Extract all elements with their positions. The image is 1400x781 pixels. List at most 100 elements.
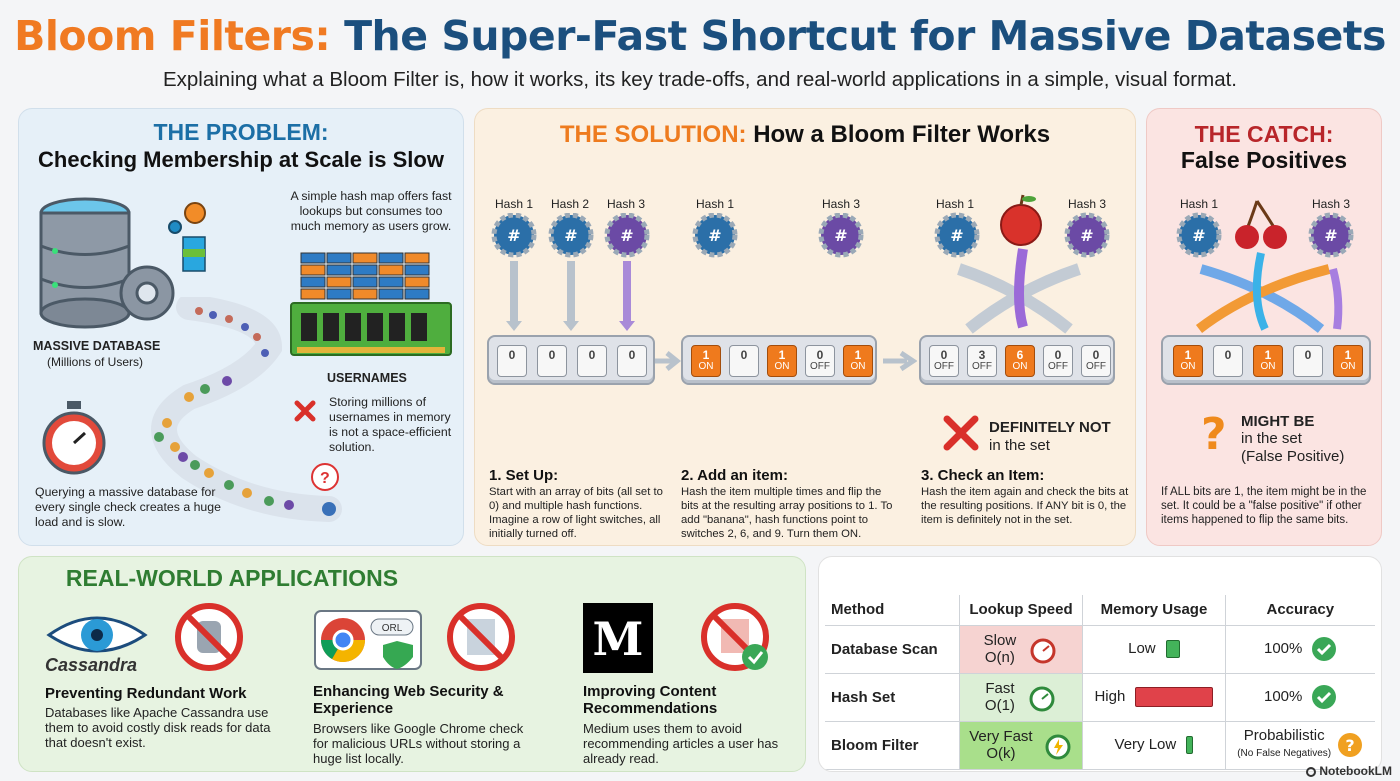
svg-text:#: #: [507, 226, 520, 245]
header-memory-usage: Memory Usage: [1082, 595, 1226, 626]
bit-array-setup: 0 0 0 0: [487, 335, 655, 385]
problem-heading: THE PROBLEM:: [153, 119, 329, 145]
problem-panel: THE PROBLEM: Checking Membership at Scal…: [18, 108, 464, 546]
medium-logo-icon: M: [583, 603, 653, 673]
subtitle: Explaining what a Bloom Filter is, how i…: [162, 68, 1238, 91]
query-note: Querying a massive database for every si…: [35, 485, 221, 529]
memory-text: Very Low: [1114, 735, 1177, 753]
notebooklm-logo-icon: [1306, 766, 1316, 777]
hash-gears-check-icon: # #: [934, 194, 1110, 334]
solution-heading-colored: THE SOLUTION:: [559, 121, 747, 148]
svg-text:#: #: [950, 226, 963, 245]
url-badge-text: ORL: [382, 623, 403, 634]
comparison-panel: Method Lookup Speed Memory Usage Accurac…: [818, 556, 1382, 772]
applications-heading: REAL-WORLD APPLICATIONS: [65, 565, 399, 591]
hash1-label: Hash 1: [494, 197, 534, 211]
table-row: Hash Set Fast O(1) High 100%: [825, 673, 1375, 722]
header-lookup-speed: Lookup Speed: [958, 595, 1083, 626]
step3-title: 3. Check an Item:: [921, 467, 1045, 484]
speed-big-o: O(k): [986, 745, 1016, 762]
speed-cell: Slow O(n): [958, 625, 1083, 674]
step1-title: 1. Set Up:: [489, 467, 559, 484]
main-title: Bloom Filters: The Super-Fast Shortcut f…: [0, 12, 1400, 60]
user-queue-illustration: ?: [151, 297, 342, 522]
svg-text:?: ?: [320, 470, 330, 487]
table-header-row: Method Lookup Speed Memory Usage Accurac…: [825, 595, 1375, 626]
step2-title: 2. Add an item:: [681, 467, 788, 484]
bit-switch: 0: [1213, 345, 1243, 377]
hash3-label-check: Hash 3: [1067, 197, 1107, 211]
memory-bar-high: [1135, 687, 1214, 707]
bit-switch: 0: [617, 345, 647, 377]
hash1-label-add: Hash 1: [695, 197, 735, 211]
step1-text: Start with an array of bits (all set to …: [489, 486, 663, 540]
speed-text: Fast: [985, 680, 1015, 697]
no-article-icon: [701, 603, 769, 671]
false-positive-label: (False Positive): [1241, 448, 1345, 465]
app2-text: Browsers like Google Chrome check for ma…: [313, 721, 524, 766]
check-circle-icon: [1311, 637, 1336, 661]
problem-subheading: Checking Membership at Scale is Slow: [38, 147, 444, 172]
speed-cell: Very Fast O(k): [958, 721, 1083, 770]
arrow-right-icon: [883, 350, 917, 372]
speed-cell: Fast O(1): [958, 673, 1083, 722]
svg-text:#: #: [1080, 226, 1093, 245]
catch-in-set-label: in the set: [1241, 430, 1302, 447]
method-cell: Bloom Filter: [825, 721, 960, 770]
might-be-label: MIGHT BE: [1241, 413, 1315, 430]
accuracy-text: Probabilistic: [1243, 727, 1325, 744]
svg-text:#: #: [834, 226, 847, 245]
hash-gears-add-icon: # #: [692, 213, 864, 258]
stopwatch-icon: [42, 401, 106, 475]
svg-text:#: #: [1324, 226, 1337, 245]
bit-switch: 0: [729, 345, 759, 377]
table-row: Bloom Filter Very Fast O(k) Very Low Pro…: [825, 721, 1375, 770]
svg-text:?: ?: [1201, 409, 1227, 455]
catch-heading: THE CATCH:: [1194, 121, 1334, 147]
accuracy-cell: 100%: [1224, 625, 1375, 674]
memory-text: High: [1094, 687, 1126, 705]
catch-subheading: False Positives: [1180, 147, 1348, 173]
header-method: Method: [825, 595, 960, 626]
memory-note: Storing millions of usernames in memory …: [329, 395, 452, 454]
accuracy-cell: 100%: [1224, 673, 1375, 722]
cassandra-eye-icon: [46, 616, 148, 653]
header-accuracy: Accuracy: [1224, 595, 1375, 626]
title-part2: The Super-Fast Shortcut for Massive Data…: [344, 12, 1386, 60]
accuracy-text: 100%: [1264, 639, 1303, 657]
accuracy-cell: Probabilistic (No False Negatives) ?: [1224, 721, 1375, 770]
app3-text: Medium uses them to avoid recommending a…: [583, 721, 779, 766]
stopwatch-icon: [1029, 686, 1055, 712]
check-circle-icon: [1311, 685, 1336, 709]
definitely-not-label: DEFINITELY NOT: [989, 419, 1111, 436]
memory-text: Low: [1128, 639, 1156, 657]
step2-text: Hash the item multiple times and flip th…: [681, 486, 893, 540]
db-sublabel: (Millions of Users): [47, 355, 144, 369]
question-mark-icon: ?: [1201, 409, 1227, 455]
arrow-right-icon: [655, 351, 681, 371]
applications-panel: REAL-WORLD APPLICATIONS Cassandra Preven…: [18, 556, 806, 772]
bit-switch: 0: [537, 345, 567, 377]
solution-panel: THE SOLUTION: How a Bloom Filter Works H…: [474, 108, 1136, 546]
solution-heading: THE SOLUTION: How a Bloom Filter Works: [475, 121, 1135, 149]
database-icon: [39, 197, 206, 329]
hash-gears-setup-icon: # # #: [491, 213, 650, 331]
svg-text:#: #: [1192, 226, 1205, 245]
svg-text:#: #: [564, 226, 577, 245]
x-icon: [943, 415, 979, 451]
title-part1: Bloom Filters:: [14, 12, 331, 60]
memory-bar-very-low: [1186, 736, 1194, 755]
catch-panel: THE CATCH: False Positives Hash 1 Hash 3…: [1146, 108, 1382, 546]
stopwatch-icon: [1030, 638, 1056, 664]
memory-cell: Very Low: [1082, 721, 1226, 770]
